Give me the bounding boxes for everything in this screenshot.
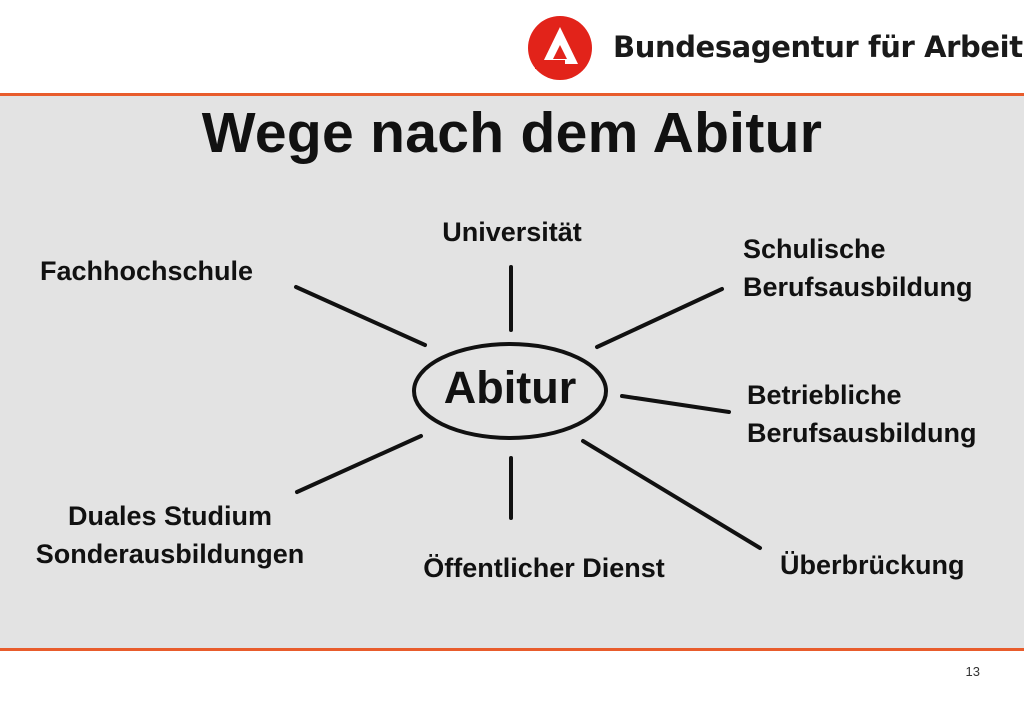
node-line: Universität bbox=[442, 217, 582, 247]
bundesagentur-logo-icon bbox=[528, 16, 592, 80]
node-duales-studium: Duales Studium Sonderausbildungen bbox=[8, 497, 332, 573]
connector-betriebliche bbox=[620, 394, 731, 414]
node-line: Betriebliche bbox=[747, 380, 902, 410]
node-betriebliche-berufsausbildung: Betriebliche Berufsausbildung bbox=[747, 376, 977, 452]
node-line: Berufsausbildung bbox=[743, 272, 973, 302]
connector-ueberbrueckung bbox=[581, 439, 762, 550]
hub-ellipse bbox=[412, 342, 608, 440]
node-line: Fachhochschule bbox=[40, 256, 254, 286]
node-line: Überbrückung bbox=[780, 550, 965, 580]
node-line: Duales Studium bbox=[67, 501, 273, 531]
header-rule bbox=[0, 93, 1024, 96]
node-line: Sonderausbildungen bbox=[35, 539, 305, 569]
logo-text: Bundesagentur für Arbeit bbox=[613, 30, 1023, 64]
node-ueberbrueckung: Überbrückung bbox=[780, 546, 965, 584]
node-line: Schulische bbox=[743, 234, 886, 264]
node-oeffentlicher-dienst: Öffentlicher Dienst bbox=[392, 549, 696, 587]
header: Bundesagentur für Arbeit bbox=[0, 0, 1024, 93]
slide-title: Wege nach dem Abitur bbox=[201, 101, 823, 165]
slide-background bbox=[0, 96, 1024, 648]
node-schulische-berufsausbildung: Schulische Berufsausbildung bbox=[743, 230, 973, 306]
node-universitaet: Universität bbox=[410, 213, 614, 251]
connector-duales bbox=[295, 434, 423, 494]
node-line: Berufsausbildung bbox=[747, 418, 977, 448]
footer-rule bbox=[0, 648, 1024, 651]
connector-fachhochschule bbox=[294, 285, 427, 347]
page-number: 13 bbox=[965, 664, 980, 679]
hub-abitur: Abitur bbox=[443, 362, 577, 413]
node-line: Öffentlicher Dienst bbox=[423, 553, 665, 583]
connector-schulische bbox=[595, 287, 724, 349]
node-fachhochschule: Fachhochschule bbox=[40, 252, 253, 290]
